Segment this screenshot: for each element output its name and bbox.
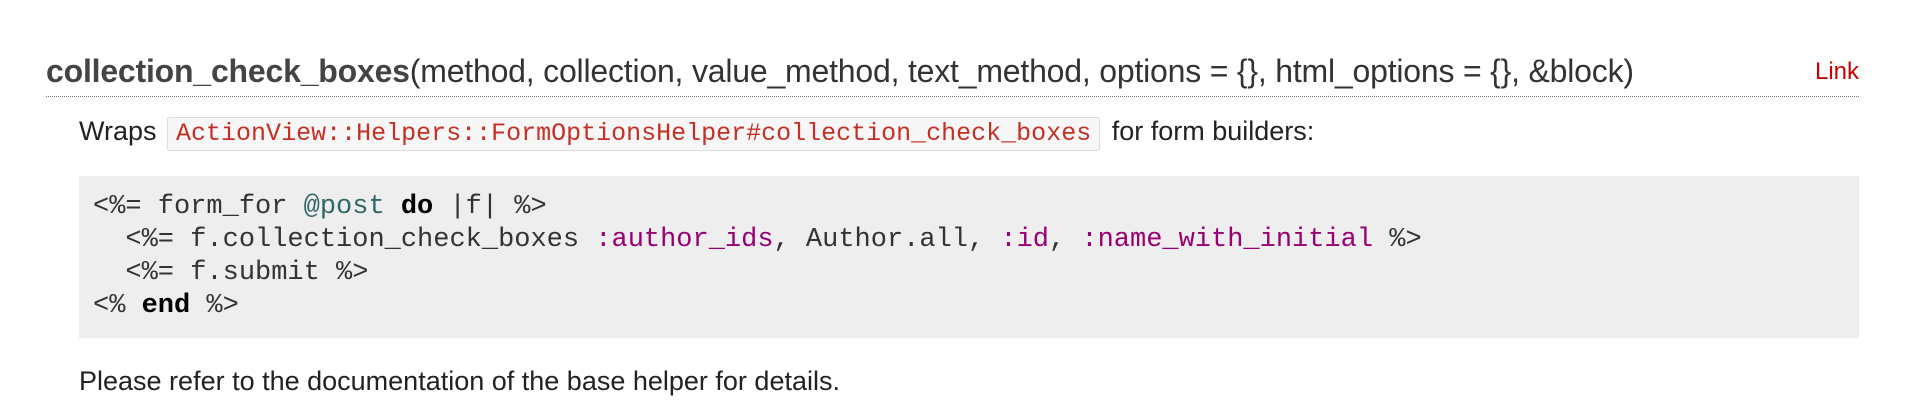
method-signature: collection_check_boxes(method, collectio… [46, 51, 1634, 91]
code-line: <%= f.collection_check_boxes :author_ids… [93, 224, 1845, 257]
code-line: <%= form_for @post do |f| %> [93, 191, 1845, 224]
code-symbol: :author_ids [595, 225, 774, 255]
description-suffix: for form builders: [1111, 116, 1315, 146]
code-keyword: end [141, 291, 191, 321]
method-footer-note: Please refer to the documentation of the… [79, 366, 840, 396]
code-token: %> [190, 291, 239, 321]
method-name: collection_check_boxes [46, 53, 410, 89]
code-token: <%= form_for [93, 192, 304, 222]
code-token: <%= f.collection_check_boxes [93, 225, 596, 255]
inline-code-reference: ActionView::Helpers::FormOptionsHelper#c… [167, 117, 1101, 151]
method-args: (method, collection, value_method, text_… [409, 53, 1634, 89]
code-token: , [1048, 225, 1082, 255]
code-token: <% [93, 291, 142, 321]
code-example: <%= form_for @post do |f| %> <%= f.colle… [79, 176, 1859, 338]
code-instance-variable: @post [303, 192, 385, 222]
code-token [385, 192, 401, 222]
code-symbol: :name_with_initial [1081, 225, 1374, 255]
description-prefix: Wraps [79, 116, 157, 146]
code-keyword: do [400, 192, 434, 222]
method-description: Wraps ActionView::Helpers::FormOptionsHe… [79, 112, 1314, 153]
code-line: <%= f.submit %> [93, 257, 1845, 290]
code-token: |f| %> [433, 192, 547, 222]
method-header: collection_check_boxes(method, collectio… [46, 48, 1859, 97]
code-line: <% end %> [93, 290, 1845, 323]
code-token: , Author.all, [773, 225, 1001, 255]
code-symbol: :id [1000, 225, 1049, 255]
code-token: <%= f.submit %> [93, 258, 369, 288]
code-token: %> [1373, 225, 1422, 255]
method-link[interactable]: Link [1814, 58, 1859, 85]
